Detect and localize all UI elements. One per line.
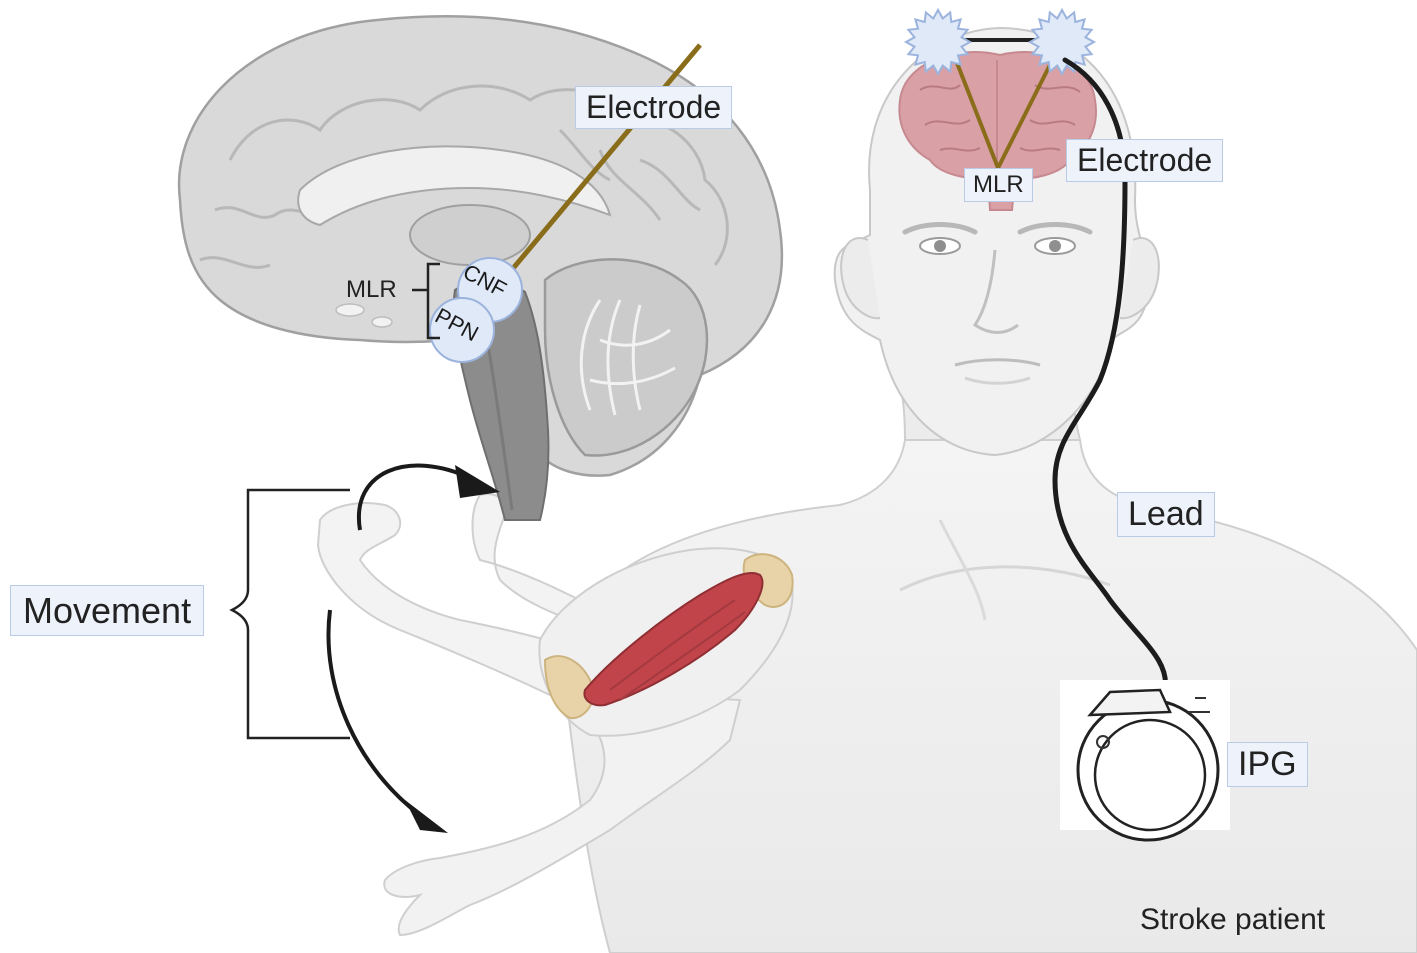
ppn-nucleus: [429, 297, 495, 363]
stimulation-burst-left: [903, 7, 973, 77]
stimulation-burst-right: [1027, 7, 1097, 77]
brain-electrode-line: [503, 43, 702, 280]
ipg-device: [1060, 680, 1230, 842]
mlr-label-left: MLR: [346, 276, 397, 303]
mlr-bracket: [412, 262, 440, 340]
arm-flexed: [316, 493, 794, 737]
movement-bracket: [229, 488, 350, 740]
electrode-label-right: Electrode: [1066, 139, 1224, 182]
movement-arrows: [326, 463, 500, 833]
electrode-label-left: Electrode: [575, 86, 733, 129]
stroke-patient-caption: Stroke patient: [1140, 903, 1326, 936]
mlr-label-right: MLR: [964, 168, 1033, 202]
ipg-label: IPG: [1227, 742, 1308, 788]
lead-label: Lead: [1117, 492, 1215, 538]
movement-label: Movement: [10, 585, 205, 637]
arm-extended: [383, 688, 742, 937]
